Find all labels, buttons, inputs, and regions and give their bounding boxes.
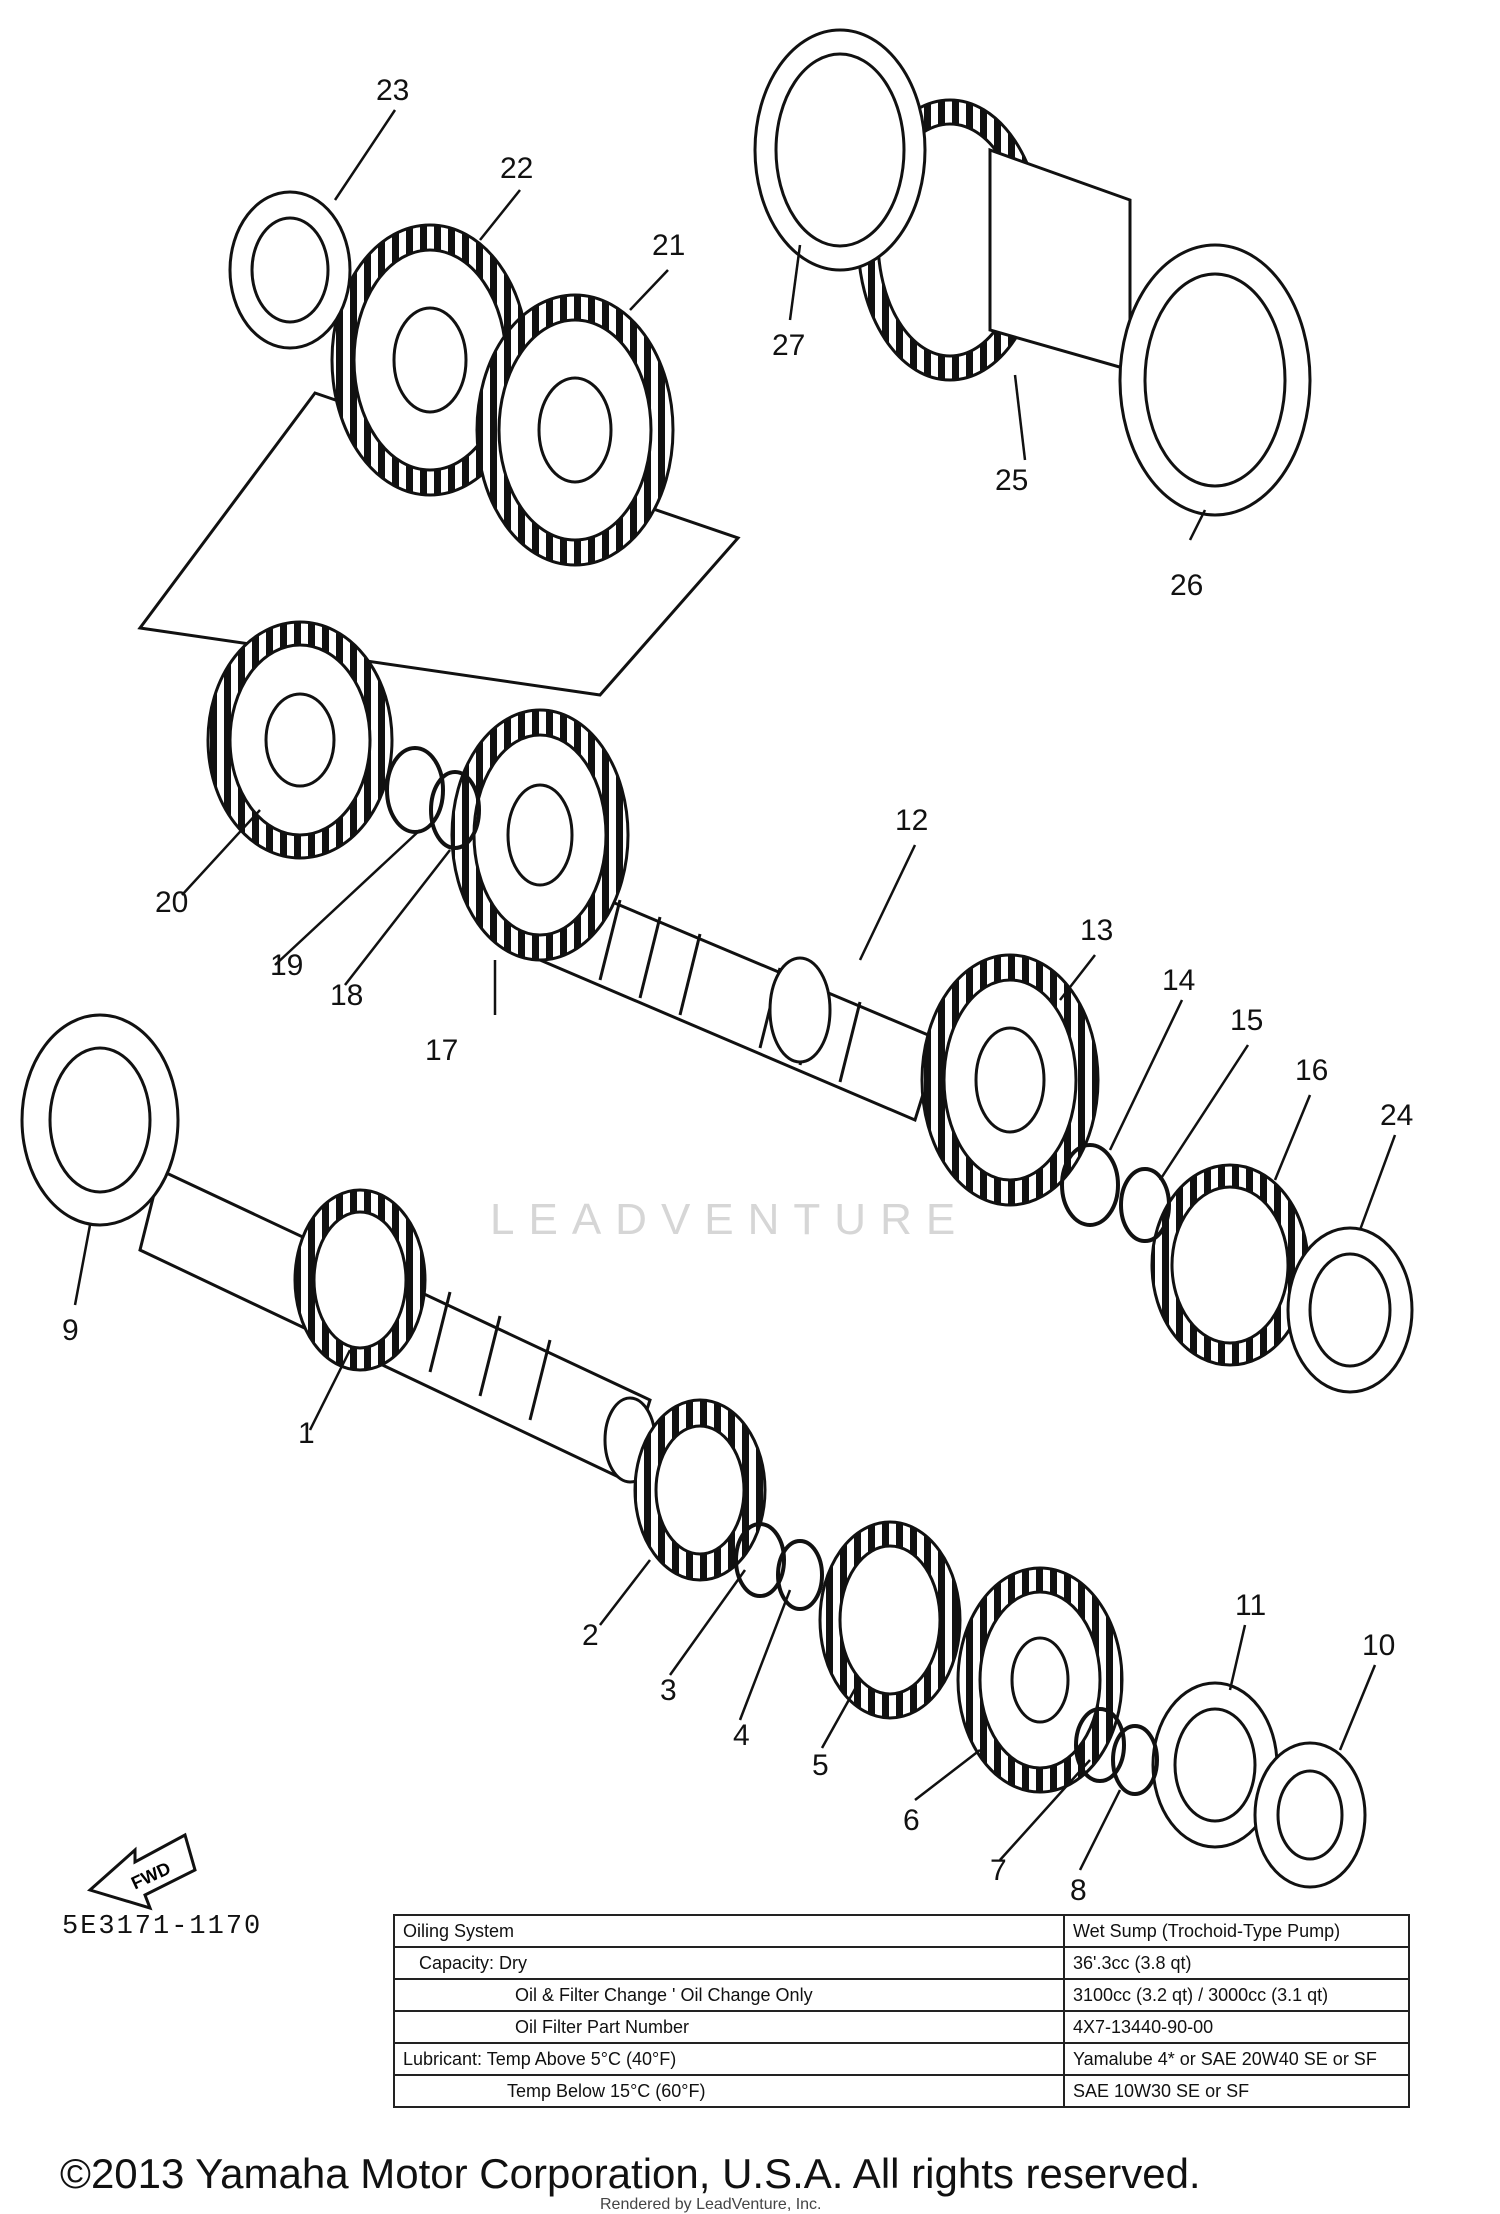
bearing-27 (753, 28, 927, 272)
spec-label: Oil Filter Part Number (393, 2010, 1065, 2044)
callout-22: 22 (500, 152, 533, 185)
callout-26: 26 (1170, 569, 1203, 602)
table-row: Capacity: Dry 36'.3cc (3.8 qt) (393, 1946, 1410, 1980)
spec-label: Capacity: Dry (393, 1946, 1065, 1980)
callout-6: 6 (903, 1804, 920, 1837)
shaft-12 (538, 877, 942, 1123)
callout-13: 13 (1080, 914, 1113, 947)
table-row: Lubricant: Temp Above 5°C (40°F) Yamalub… (393, 2042, 1410, 2076)
gear-17 (450, 708, 630, 962)
washers (385, 746, 1171, 1796)
callout-17: 17 (425, 1034, 458, 1067)
fwd-arrow-icon: FWD (86, 1832, 197, 1911)
callout-20: 20 (155, 886, 188, 919)
spec-label: Oil & Filter Change ' Oil Change Only (393, 1978, 1065, 2012)
spec-value: Yamalube 4* or SAE 20W40 SE or SF (1063, 2042, 1410, 2076)
callout-9: 9 (62, 1314, 79, 1347)
seal-10 (1253, 1741, 1367, 1889)
spec-value: 36'.3cc (3.8 qt) (1063, 1946, 1410, 1980)
callout-1: 1 (298, 1417, 315, 1450)
callout-10: 10 (1362, 1629, 1395, 1662)
callout-5: 5 (812, 1749, 829, 1782)
spec-value: SAE 10W30 SE or SF (1063, 2074, 1410, 2108)
callout-12: 12 (895, 804, 928, 837)
spec-label: Oiling System (393, 1914, 1065, 1948)
bearing-24 (1286, 1226, 1414, 1394)
callout-25: 25 (995, 464, 1028, 497)
drawing-code: 5E3171-1170 (62, 1912, 263, 1942)
callout-8: 8 (1070, 1874, 1087, 1907)
callout-4: 4 (733, 1719, 750, 1752)
copyright-notice: ©2013 Yamaha Motor Corporation, U.S.A. A… (60, 2150, 1201, 2197)
gear-13 (920, 953, 1100, 1207)
spec-label: Temp Below 15°C (60°F) (393, 2074, 1065, 2108)
bearing-23 (228, 190, 352, 350)
gear-5 (818, 1520, 962, 1720)
watermark: LEADVENTURE (490, 1195, 970, 1244)
table-row: Oil & Filter Change ' Oil Change Only 31… (393, 1978, 1410, 2012)
callout-18: 18 (330, 979, 363, 1012)
table-row: Oil Filter Part Number 4X7-13440-90-00 (393, 2010, 1410, 2044)
spec-value: 3100cc (3.2 qt) / 3000cc (3.1 qt) (1063, 1978, 1410, 2012)
rendered-by-note: Rendered by LeadVenture, Inc. (600, 2196, 822, 2213)
gear-20 (206, 620, 394, 860)
gear-16 (1150, 1163, 1310, 1367)
spec-value: 4X7-13440-90-00 (1063, 2010, 1410, 2044)
callout-23: 23 (376, 74, 409, 107)
callout-14: 14 (1162, 964, 1195, 997)
callout-11: 11 (1235, 1589, 1266, 1622)
gear-on-shaft-1 (293, 1188, 427, 1372)
callout-15: 15 (1230, 1004, 1263, 1037)
gear-21 (475, 293, 675, 567)
callout-27: 27 (772, 329, 805, 362)
bearing-11 (1151, 1681, 1279, 1849)
table-row: Temp Below 15°C (60°F) SAE 10W30 SE or S… (393, 2074, 1410, 2108)
gear-6 (956, 1566, 1124, 1794)
spec-label: Lubricant: Temp Above 5°C (40°F) (393, 2042, 1065, 2076)
bearing-9 (20, 1013, 180, 1227)
callout-numbers: 1 2 3 4 5 6 7 8 9 10 11 12 13 14 15 16 1… (62, 74, 1413, 1907)
oil-spec-table: Oiling System Wet Sump (Trochoid-Type Pu… (393, 1914, 1410, 2108)
callout-7: 7 (990, 1854, 1007, 1887)
callout-16: 16 (1295, 1054, 1328, 1087)
callout-19: 19 (270, 949, 303, 982)
bearing-26 (1118, 243, 1312, 517)
gear-2 (633, 1398, 767, 1582)
callout-21: 21 (652, 229, 685, 262)
callout-3: 3 (660, 1674, 677, 1707)
leader-lines (73, 109, 1397, 1871)
spec-value: Wet Sump (Trochoid-Type Pump) (1063, 1914, 1410, 1948)
table-row: Oiling System Wet Sump (Trochoid-Type Pu… (393, 1914, 1410, 1948)
callout-2: 2 (582, 1619, 599, 1652)
callout-24: 24 (1380, 1099, 1413, 1132)
